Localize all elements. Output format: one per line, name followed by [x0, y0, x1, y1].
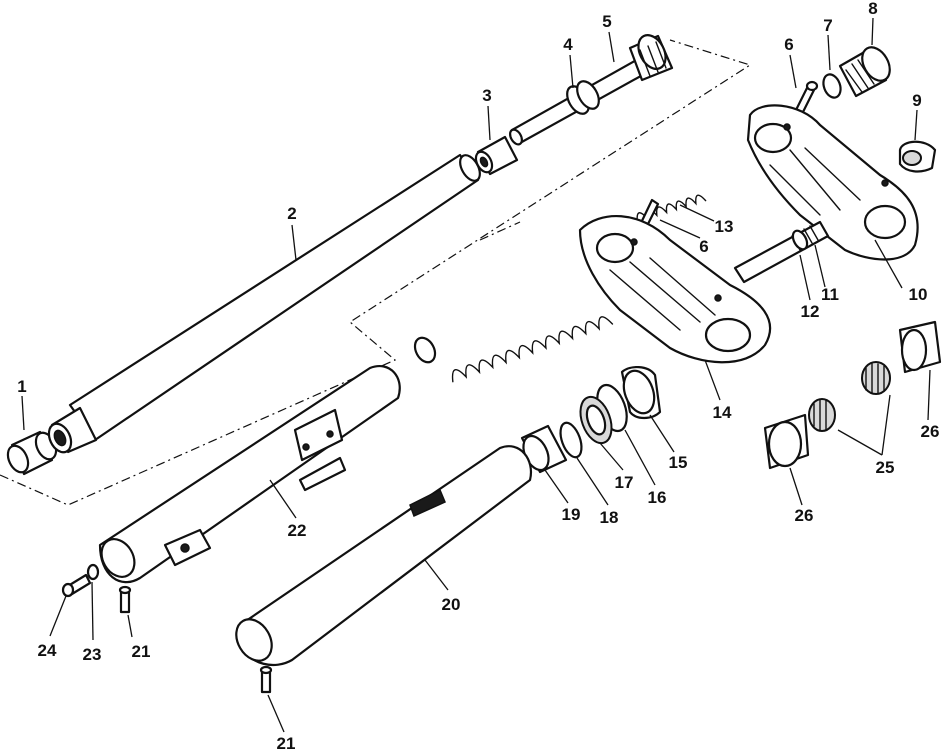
- callout-21-left: 21: [132, 642, 151, 661]
- part-26-bearing-race-upper: [898, 320, 942, 374]
- callout-21-right: 21: [277, 734, 296, 750]
- part-21-screw-left: [118, 585, 132, 614]
- part-4-ring: [566, 80, 600, 115]
- leader-lines: [21, 17, 931, 733]
- callout-18: 18: [600, 508, 619, 527]
- callout-4: 4: [563, 35, 573, 54]
- callout-13: 13: [715, 217, 734, 236]
- part-9-cap: [898, 140, 937, 173]
- callout-14: 14: [713, 403, 732, 422]
- callout-8: 8: [868, 0, 877, 18]
- assembly-centerlines: [0, 39, 752, 506]
- callout-19: 19: [562, 505, 581, 524]
- part-11-stem: [733, 220, 830, 284]
- part-17-oil-seal: [579, 395, 613, 445]
- part-25-bearing-upper: [861, 361, 891, 395]
- callout-24: 24: [38, 641, 57, 660]
- callout-26-left: 26: [795, 506, 814, 525]
- callout-3: 3: [482, 86, 491, 105]
- callout-1: 1: [17, 377, 26, 396]
- callout-20: 20: [442, 595, 461, 614]
- part-15-dust-seal: [620, 366, 662, 420]
- part-10-upper-triple-clamp: [746, 104, 919, 261]
- part-18-washer: [559, 421, 583, 459]
- callout-23: 23: [83, 645, 102, 664]
- callout-26-right: 26: [921, 422, 940, 441]
- part-12-stem-nut: [791, 229, 809, 251]
- callout-labels: 1 2 3 4 5 6 7 8 9 10 11 12 13 6 14 15 16…: [17, 0, 939, 750]
- callout-15: 15: [669, 453, 688, 472]
- callout-22: 22: [288, 521, 307, 540]
- callout-10: 10: [909, 285, 928, 304]
- part-23-washer: [86, 563, 100, 581]
- part-1-sleeve: [6, 430, 58, 476]
- callout-16: 16: [648, 488, 667, 507]
- fork-spring-long: [413, 316, 614, 383]
- callout-25: 25: [876, 458, 895, 477]
- part-21-screw-right: [259, 665, 273, 694]
- callout-6-upper: 6: [784, 35, 793, 54]
- part-14-lower-triple-clamp: [578, 214, 772, 364]
- callout-17: 17: [615, 473, 634, 492]
- part-22-fork-slider: [98, 365, 401, 584]
- part-24-bolt: [61, 573, 92, 598]
- part-7-o-ring: [822, 73, 842, 99]
- part-26-bearing-race-lower: [763, 413, 810, 470]
- part-8-plug: [838, 46, 891, 98]
- part-3-spacer: [474, 135, 519, 176]
- part-2-fork-tube: [47, 153, 481, 454]
- callout-6-lower: 6: [699, 237, 708, 256]
- part-25-bearing-lower: [808, 398, 836, 432]
- callout-2: 2: [287, 204, 296, 223]
- callout-7: 7: [823, 16, 832, 35]
- callout-11: 11: [821, 285, 839, 304]
- callout-12: 12: [801, 302, 820, 321]
- callout-9: 9: [912, 91, 921, 110]
- part-20-fork-slider: [235, 445, 533, 667]
- callout-5: 5: [602, 12, 611, 31]
